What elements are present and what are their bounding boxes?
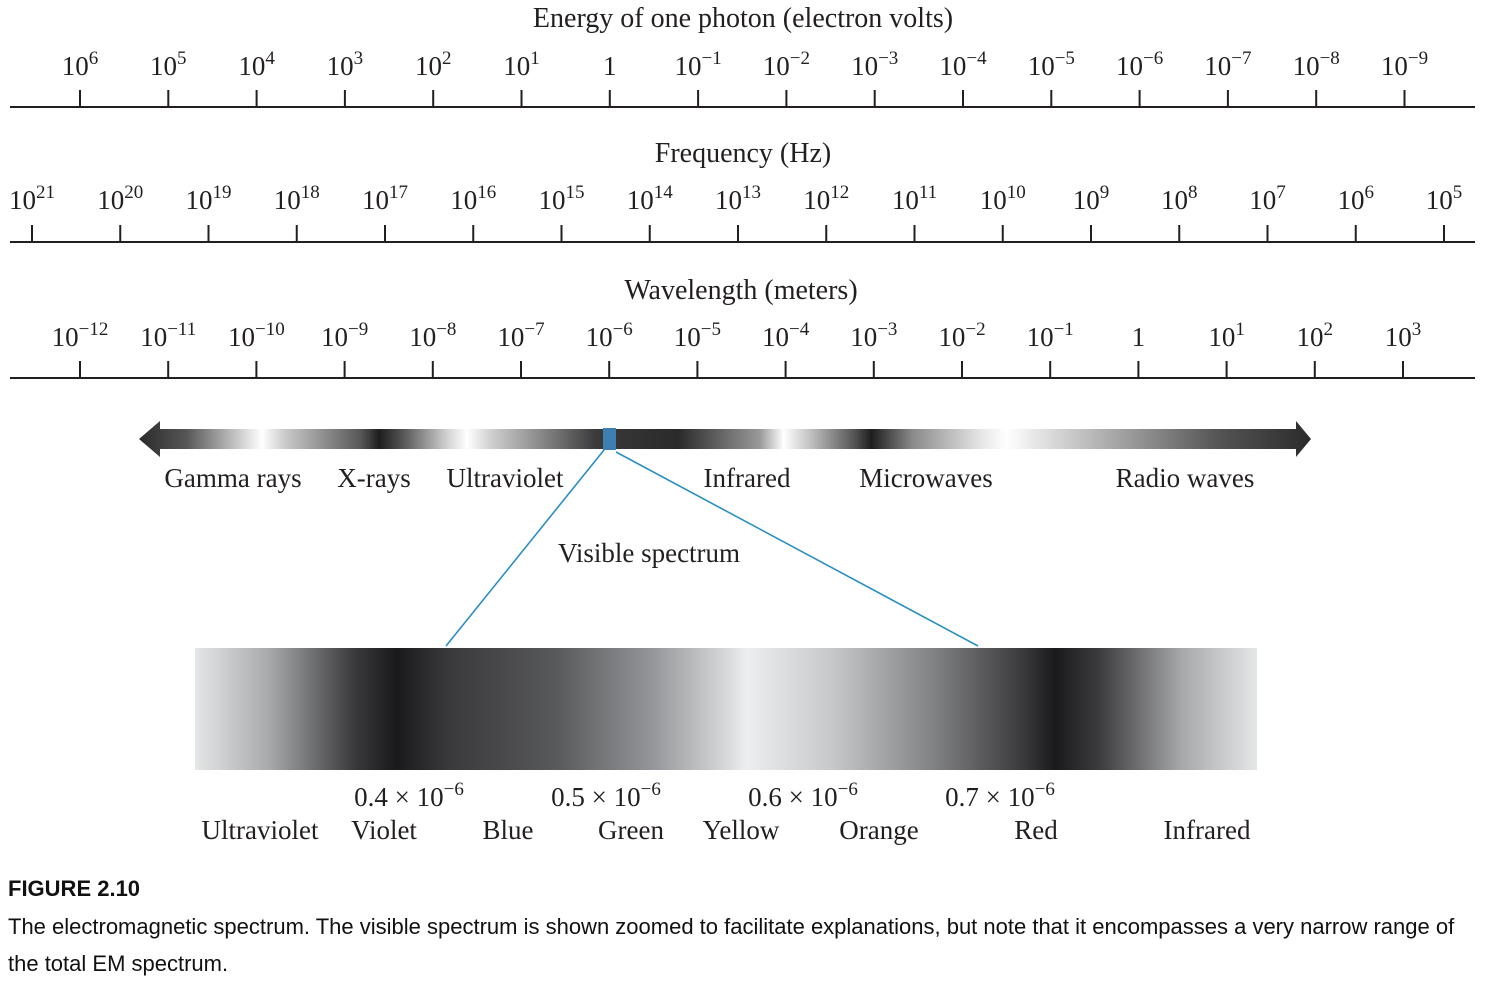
frequency-tick-label: 109 (1073, 182, 1110, 215)
wavelength-tick-label: 101 (1208, 319, 1245, 352)
energy-tick-label: 104 (238, 48, 275, 81)
caption-title: FIGURE 2.10 (8, 876, 141, 901)
frequency-tick-label: 1011 (892, 182, 937, 215)
frequency-tick-label: 106 (1338, 182, 1375, 215)
frequency-tick-label: 105 (1426, 182, 1463, 215)
wavelength-axis-title: Wavelength (meters) (624, 275, 857, 306)
energy-tick-label: 10−9 (1381, 48, 1428, 81)
color-name-violet: Violet (351, 815, 417, 845)
visible-mark-0-7: 0.7 × 10−6 (945, 779, 1055, 812)
frequency-tick-label: 1010 (980, 182, 1026, 215)
energy-tick-label: 101 (503, 48, 540, 81)
energy-tick-label: 10−3 (851, 48, 898, 81)
wavelength-tick-label: 10−11 (140, 319, 196, 352)
frequency-tick-label: 1021 (9, 182, 55, 215)
visible-spectrum-label: Visible spectrum (558, 538, 740, 568)
energy-axis-title: Energy of one photon (electron volts) (533, 3, 953, 34)
band-label-x-rays: X-rays (337, 463, 410, 493)
wavelength-tick-label: 10−1 (1027, 319, 1074, 352)
wavelength-tick-label: 10−10 (228, 319, 285, 352)
frequency-tick-label: 1018 (274, 182, 320, 215)
visible-spectrum-bar (195, 648, 1257, 770)
visible-wavelength-marks: 0.4 × 10−6 0.5 × 10−6 0.6 × 10−6 0.7 × 1… (354, 779, 1055, 812)
color-name-red: Red (1014, 815, 1058, 845)
color-name-ultraviolet: Ultraviolet (202, 815, 319, 845)
color-name-orange: Orange (839, 815, 918, 845)
frequency-tick-label: 1014 (627, 182, 674, 215)
color-name-yellow: Yellow (703, 815, 780, 845)
wavelength-tick-label: 10−9 (321, 319, 368, 352)
wavelength-tick-label: 10−2 (938, 319, 985, 352)
wavelength-tick-label: 1 (1132, 322, 1146, 352)
frequency-tick-label: 1017 (362, 182, 408, 215)
wavelength-tick-label: 10−4 (762, 319, 810, 352)
frequency-tick-label: 1020 (97, 182, 143, 215)
wavelength-tick-label: 10−7 (497, 319, 544, 352)
zoom-line-left (445, 449, 605, 647)
wavelength-tick-label: 10−3 (850, 319, 897, 352)
energy-tick-label: 10−5 (1028, 48, 1075, 81)
energy-tick-label: 1 (603, 51, 617, 81)
visible-mark-0-6: 0.6 × 10−6 (748, 779, 858, 812)
caption-text: The electromagnetic spectrum. The visibl… (8, 914, 1455, 976)
energy-tick-label: 105 (150, 48, 187, 81)
visible-mark-0-5: 0.5 × 10−6 (551, 779, 661, 812)
zoom-line-right (615, 451, 979, 647)
energy-tick-label: 10−1 (674, 48, 721, 81)
color-name-infrared: Infrared (1164, 815, 1251, 845)
frequency-tick-label: 1016 (450, 182, 496, 215)
band-label-microwaves: Microwaves (859, 463, 992, 493)
wavelength-tick-label: 10−6 (586, 319, 633, 352)
wavelength-tick-label: 10−5 (674, 319, 721, 352)
frequency-tick-label: 108 (1161, 182, 1198, 215)
wavelength-tick-label: 103 (1385, 319, 1422, 352)
wavelength-tick-label: 102 (1297, 319, 1334, 352)
em-spectrum-figure: Energy of one photon (electron volts) 10… (9, 3, 1475, 845)
energy-tick-label: 10−7 (1204, 48, 1251, 81)
band-label-gamma-rays: Gamma rays (164, 463, 301, 493)
visible-color-names: Ultraviolet Violet Blue Green Yellow Ora… (202, 815, 1251, 845)
frequency-axis-ticks: 1021 1020 1019 1018 1017 1016 1015 1014 1013 1012… (9, 182, 1462, 242)
frequency-axis-title: Frequency (Hz) (655, 138, 831, 169)
frequency-tick-label: 1015 (539, 182, 585, 215)
em-spectrum-bar (139, 421, 1311, 457)
frequency-tick-label: 1012 (803, 182, 849, 215)
visible-range-marker (603, 428, 616, 450)
color-name-green: Green (598, 815, 664, 845)
wavelength-tick-label: 10−8 (409, 319, 456, 352)
color-name-blue: Blue (483, 815, 534, 845)
energy-tick-label: 10−4 (939, 48, 987, 81)
energy-tick-label: 103 (327, 48, 364, 81)
frequency-tick-label: 107 (1249, 182, 1286, 215)
energy-tick-label: 102 (415, 48, 452, 81)
band-label-ultraviolet: Ultraviolet (447, 463, 564, 493)
energy-tick-label: 10−2 (763, 48, 810, 81)
band-label-radio-waves: Radio waves (1116, 463, 1255, 493)
frequency-tick-label: 1019 (186, 182, 232, 215)
wavelength-tick-label: 10−12 (52, 319, 109, 352)
figure-caption: FIGURE 2.10 The electromagnetic spectrum… (8, 876, 1468, 982)
band-labels: Gamma rays X-rays Ultraviolet Infrared M… (164, 463, 1254, 493)
visible-mark-0-4: 0.4 × 10−6 (354, 779, 464, 812)
energy-axis-ticks: 106 105 104 103 102 101 1 10−1 10−2 10−3 10−4 10−5 1… (62, 48, 1428, 107)
energy-tick-label: 106 (62, 48, 99, 81)
frequency-tick-label: 1013 (715, 182, 761, 215)
energy-tick-label: 10−6 (1116, 48, 1163, 81)
energy-tick-label: 10−8 (1293, 48, 1340, 81)
band-label-infrared: Infrared (704, 463, 791, 493)
